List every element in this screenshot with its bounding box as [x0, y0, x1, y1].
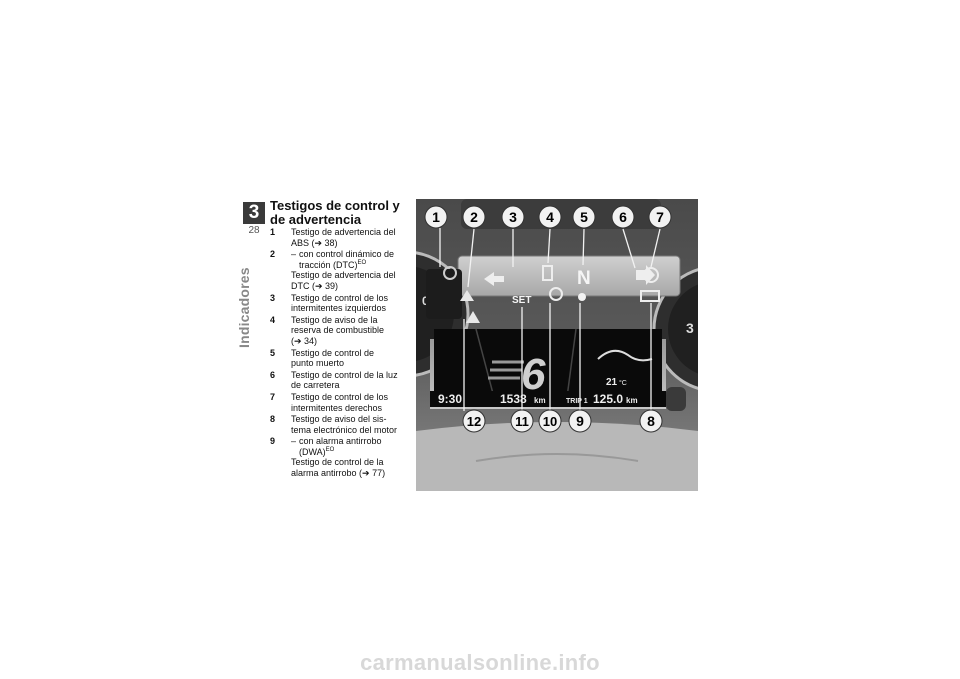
abs-icon: [443, 266, 457, 280]
svg-text:2: 2: [470, 209, 478, 225]
item-text: Testigo de control de los: [291, 391, 389, 402]
general-warning-icon: [466, 311, 480, 323]
lower-shell-seam: [475, 453, 639, 462]
item-text: DTC (➔ 39): [291, 280, 339, 291]
odometer-value: 1538: [500, 392, 527, 406]
chapter-number-box: 3: [243, 202, 265, 224]
item-text: Testigo de control de: [291, 347, 375, 358]
road-profile-icon: [597, 349, 653, 362]
instrument-cluster-photo: 0 3 N SET 6 21 °C 9:: [416, 199, 698, 491]
svg-text:5: 5: [580, 209, 588, 225]
alarm-icon: [578, 293, 586, 301]
trip-value: 125.0: [593, 392, 623, 406]
item-number: 2: [270, 249, 276, 260]
callout-bottom: 12 11 10 9 8: [462, 409, 663, 433]
odometer-unit: km: [534, 396, 546, 405]
lower-shell: [416, 422, 698, 491]
item-text: Testigo de control de los: [291, 292, 389, 303]
chapter-side-label: Indicadores: [236, 267, 252, 348]
left-gauge-number: 0: [422, 294, 429, 308]
svg-text:9: 9: [576, 413, 584, 429]
item-condition: tracción (DTC)EO: [299, 259, 367, 270]
list-item: 6 Testigo de control de la luz de carret…: [270, 370, 410, 391]
footer-watermark: carmanualsonline.info: [360, 650, 600, 675]
lcd-info-row: [430, 391, 666, 407]
item-number: 7: [270, 391, 276, 402]
item-text: Testigo de control de la luz: [291, 369, 398, 380]
section-title: Testigos de control y de advertencia: [270, 198, 400, 227]
svg-text:6: 6: [619, 209, 627, 225]
list-item: 7 Testigo de control de los intermitente…: [270, 392, 410, 413]
callout-leaders: [439, 228, 661, 411]
item-number: 9: [270, 436, 276, 447]
list-item: 8 Testigo de aviso del sis- tema electró…: [270, 414, 410, 435]
svg-text:3: 3: [509, 209, 517, 225]
svg-text:4: 4: [546, 209, 554, 225]
fuel-icon: [542, 265, 553, 281]
indicator-list: 1 Testigo de advertencia del ABS (➔ 38) …: [270, 227, 410, 480]
svg-text:1: 1: [432, 209, 440, 225]
trip-label: TRIP 1: [566, 398, 588, 405]
item-text: alarma antirrobo (➔ 77): [291, 468, 386, 479]
gear-indicator: 6: [521, 350, 546, 399]
temperature-value: 21: [606, 377, 618, 388]
item-text: de carretera: [291, 380, 340, 391]
list-item: 9 –con alarma antirrobo (DWA)EO Testigo …: [270, 436, 410, 478]
list-item: 5 Testigo de control de punto muerto: [270, 348, 410, 369]
item-number: 6: [270, 369, 276, 380]
list-item: 1 Testigo de advertencia del ABS (➔ 38): [270, 227, 410, 248]
item-text: Testigo de control de la: [291, 457, 384, 468]
right-turn-icon: [636, 265, 655, 285]
item-number: 3: [270, 292, 276, 303]
item-text: tema electrónico del motor: [291, 424, 398, 435]
right-gauge-face: [668, 284, 698, 374]
svg-text:10: 10: [543, 414, 557, 429]
item-condition: –con control dinámico de: [291, 249, 395, 260]
callout-top: 1 2 3 4 5 6 7: [424, 205, 672, 229]
list-item: 2 –con control dinámico de tracción (DTC…: [270, 249, 410, 291]
neutral-icon: N: [577, 268, 591, 289]
item-text: punto muerto: [291, 358, 345, 369]
list-item: 4 Testigo de aviso de la reserva de comb…: [270, 315, 410, 347]
left-turn-icon: [484, 272, 504, 286]
item-condition: (DWA)EO: [299, 446, 335, 457]
item-number: 8: [270, 414, 276, 425]
left-indicator-pod: [426, 269, 462, 319]
clock-value: 9:30: [438, 392, 462, 406]
item-text: Testigo de advertencia del: [291, 227, 396, 237]
svg-text:12: 12: [467, 414, 481, 429]
list-item: 3 Testigo de control de los intermitente…: [270, 293, 410, 314]
svg-text:7: 7: [656, 209, 664, 225]
item-number: 4: [270, 314, 276, 325]
side-knob: [666, 387, 686, 411]
item-text: ABS (➔ 38): [291, 237, 338, 248]
speed-lines: [488, 360, 524, 380]
trip-unit: km: [626, 396, 638, 405]
fog-icon: [549, 287, 563, 301]
item-number: 1: [270, 227, 276, 237]
right-gauge-number: 3: [686, 320, 694, 336]
item-text: Testigo de advertencia del: [291, 270, 396, 281]
item-condition: –con alarma antirrobo: [291, 436, 382, 447]
temperature-unit: °C: [619, 379, 627, 387]
item-text: Testigo de aviso del sis-: [291, 414, 387, 425]
engine-icon: [640, 290, 660, 302]
item-text: (➔ 34): [291, 335, 318, 346]
svg-text:8: 8: [647, 413, 655, 429]
dtc-warning-icon: [460, 290, 474, 301]
page-number: 28: [248, 225, 260, 236]
item-text: intermitentes izquierdos: [291, 303, 387, 314]
item-text: Testigo de aviso de la: [291, 314, 378, 325]
set-icon: SET: [512, 295, 531, 306]
item-text: intermitentes derechos: [291, 402, 383, 413]
svg-text:11: 11: [515, 414, 529, 429]
item-text: reserva de combustible: [291, 325, 385, 336]
item-number: 5: [270, 347, 276, 358]
